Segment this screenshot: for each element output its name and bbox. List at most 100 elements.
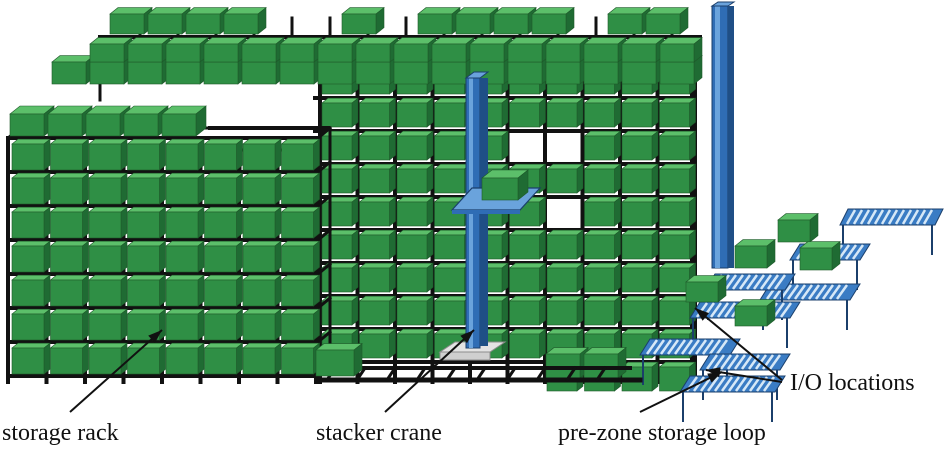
box-front [51,246,83,272]
box-front [205,144,237,170]
box-front [166,280,198,306]
box-front [322,268,352,292]
box-front [204,44,238,62]
box-front [532,14,566,34]
storage-box [686,276,726,302]
storage-box [622,164,658,193]
box-side [121,173,127,204]
box-front [205,280,237,306]
storage-box [322,230,358,259]
storage-box [322,164,358,193]
storage-box [282,241,320,272]
box-front [547,103,577,127]
storage-box [243,241,281,272]
box-side [390,164,396,193]
storage-box [186,8,228,34]
box-front [282,348,314,374]
box-front [282,212,314,238]
box-top [12,207,50,212]
storage-box [342,8,384,34]
box-front [282,314,314,340]
box-side [352,98,358,127]
storage-box [397,263,433,292]
box-front [124,114,158,136]
rear-stacker-crane [712,2,734,268]
storage-rack-label: storage rack [2,421,119,445]
box-side [44,207,50,238]
storage-box [205,275,243,306]
box-top [205,241,243,246]
box-side [615,197,621,226]
box-front [778,220,810,242]
box-front [435,169,465,193]
box-side [83,275,89,306]
box-front [12,348,44,374]
box-side [121,343,127,374]
box-top [243,275,281,280]
storage-box [166,38,208,62]
box-front [622,268,652,292]
storage-box [51,139,89,170]
storage-box [243,139,281,170]
box-front [585,235,615,259]
storage-box [318,38,360,62]
storage-box [166,309,204,340]
box-front [128,144,160,170]
box-side [427,329,433,358]
box-side [502,230,508,259]
box-front [282,178,314,204]
box-front [89,144,121,170]
box-front [166,144,198,170]
box-side [427,296,433,325]
box-front [128,44,162,62]
box-top [282,241,320,246]
box-side [237,173,243,204]
box-side [160,173,166,204]
storage-box [48,106,92,136]
storage-box [89,343,127,374]
box-top [243,343,281,348]
box-front [52,62,86,84]
box-front [166,44,200,62]
box-front [418,14,452,34]
storage-box [494,8,536,34]
box-top [282,139,320,144]
storage-box [12,241,50,272]
storage-box [394,38,436,62]
box-front [622,202,652,226]
box-front [166,178,198,204]
box-front [660,268,690,292]
box-front [12,314,44,340]
storage-box [547,263,583,292]
box-front [356,62,390,84]
box-top [12,309,50,314]
box-side [275,207,281,238]
storage-box [735,240,775,268]
box-top [89,173,127,178]
box-top [128,275,166,280]
storage-box [51,343,89,374]
box-front [51,280,83,306]
box-side [314,309,320,340]
box-front [322,136,352,160]
box-front [508,44,542,62]
storage-box [585,164,621,193]
crane-mast-side [728,6,734,268]
box-front [585,202,615,226]
storage-box [51,173,89,204]
box-top [205,207,243,212]
box-side [427,164,433,193]
box-front [622,235,652,259]
storage-box [282,275,320,306]
storage-box [12,139,50,170]
box-side [427,230,433,259]
box-top [205,343,243,348]
storage-box [622,263,658,292]
box-front [360,301,390,325]
box-side [352,131,358,160]
box-side [198,343,204,374]
storage-box [435,263,471,292]
storage-box [10,106,54,136]
box-front [546,44,580,62]
box-side [615,296,621,325]
